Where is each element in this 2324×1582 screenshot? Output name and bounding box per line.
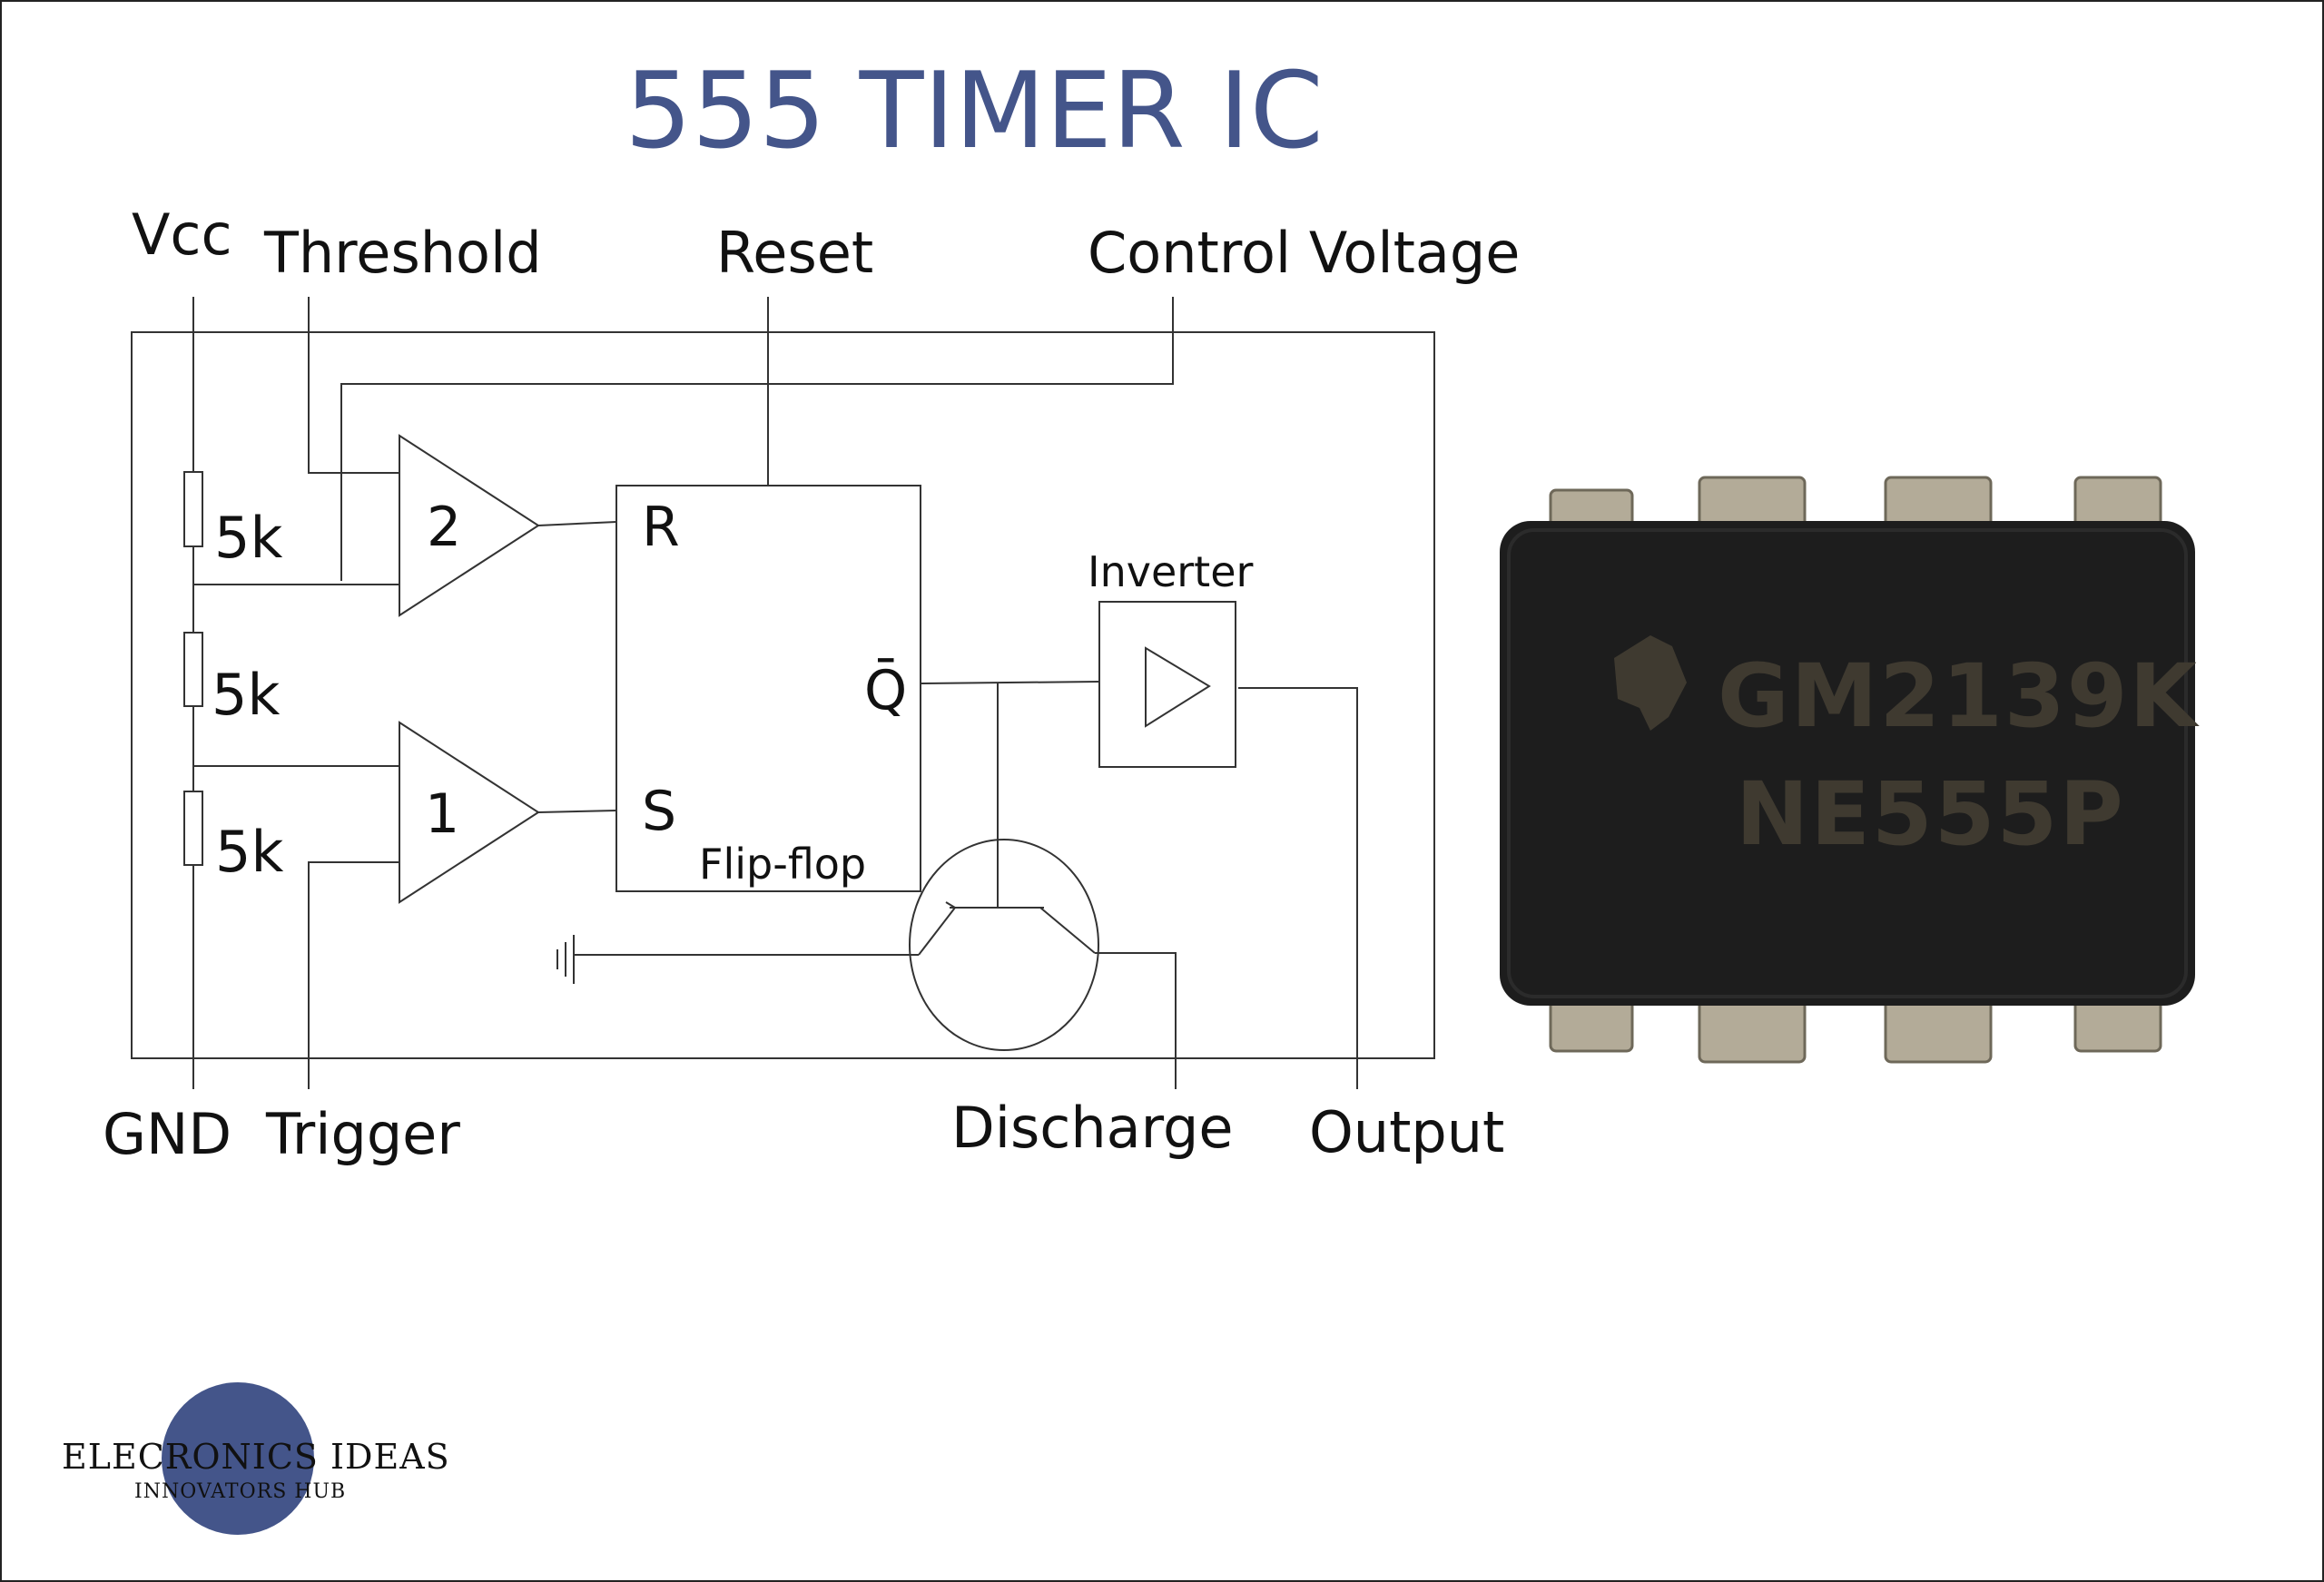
inverter-box xyxy=(1098,601,1236,768)
resistor-label-middle: 5k xyxy=(212,662,280,728)
circuit-wires xyxy=(131,297,1435,1089)
chip-marking-line2: NE555P xyxy=(1736,763,2125,865)
reset-label: Reset xyxy=(716,220,873,286)
flip-flop-r-label: R xyxy=(642,496,680,559)
gnd-label: GND xyxy=(103,1101,231,1167)
trigger-label: Trigger xyxy=(265,1101,460,1167)
chip-body xyxy=(1500,521,2195,1006)
logo-main-text: ELECRONICS IDEAS xyxy=(62,1437,450,1477)
threshold-label: Threshold xyxy=(263,220,542,286)
comparator-2 xyxy=(399,434,540,617)
vcc-label: Vcc xyxy=(132,201,232,268)
flip-flop-label: Flip-flop xyxy=(699,840,866,889)
ic-chip-picture: GM2139K NE555P xyxy=(1500,476,2201,1064)
comparator-1-label: 1 xyxy=(425,782,459,846)
discharge-label: Discharge xyxy=(951,1095,1234,1161)
chip-marking-line1: GM2139K xyxy=(1718,645,2201,747)
brand-logo: ELECRONICS IDEAS INNOVATORS HUB xyxy=(62,1382,450,1535)
resistor-3 xyxy=(183,791,203,866)
ic-outline xyxy=(131,331,1435,1059)
flip-flop-qbar-label: Q̄ xyxy=(864,657,907,722)
diagram-title: 555 TIMER IC xyxy=(625,50,1323,172)
resistor-label-top: 5k xyxy=(214,505,282,571)
inverter-symbol xyxy=(1145,646,1211,728)
resistor-label-bottom: 5k xyxy=(215,819,283,885)
flip-flop-s-label: S xyxy=(642,780,676,843)
chip-logo-mark xyxy=(1614,635,1687,731)
logo-sub-text: INNOVATORS HUB xyxy=(134,1480,346,1503)
resistor-2 xyxy=(183,632,203,707)
comparator-1 xyxy=(399,721,540,904)
control-voltage-label: Control Voltage xyxy=(1088,220,1520,286)
comparator-2-label: 2 xyxy=(427,496,461,559)
resistor-1 xyxy=(183,471,203,547)
transistor-circle xyxy=(909,839,1099,1051)
logo-circle xyxy=(162,1382,314,1535)
inverter-label: Inverter xyxy=(1088,547,1253,596)
output-label: Output xyxy=(1309,1099,1504,1165)
